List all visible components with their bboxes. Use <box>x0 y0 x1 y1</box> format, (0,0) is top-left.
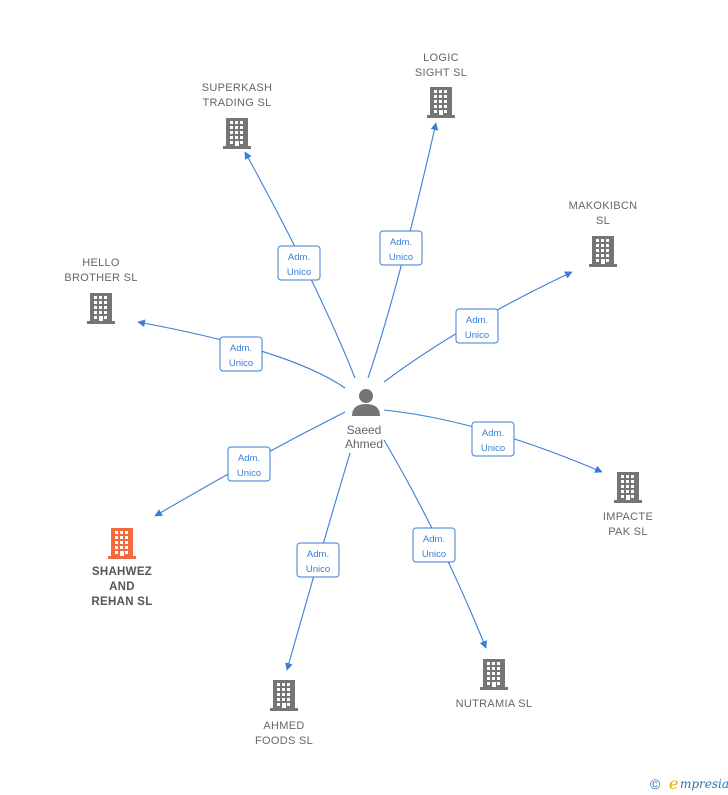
role-badge-nutramia[interactable]: Adm. Unico <box>412 527 456 563</box>
building-icon <box>223 118 251 149</box>
roles-layer: Adm.UnicoAdm.UnicoAdm.UnicoAdm.UnicoAdm.… <box>219 230 515 578</box>
company-name-line: SIGHT SL <box>415 67 467 79</box>
role-text-line: Adm. <box>307 549 329 560</box>
building-icon <box>480 659 508 690</box>
company-name-line: NUTRAMIA SL <box>456 698 533 710</box>
person-name-line-1: Saeed <box>347 423 382 437</box>
company-name-line: IMPACTE <box>603 511 653 523</box>
company-node-logic-sight[interactable]: LOGIC SIGHT SL <box>415 52 467 118</box>
company-name-line: FOODS SL <box>255 735 313 747</box>
role-text-line: Adm. <box>230 343 252 354</box>
role-badge-hello-brother[interactable]: Adm. Unico <box>219 336 263 372</box>
role-text-line: Unico <box>481 443 505 454</box>
building-icon <box>87 293 115 324</box>
role-badge-box <box>219 336 263 372</box>
building-icon <box>589 236 617 267</box>
role-badge-box <box>277 245 321 281</box>
company-name-line: AHMED <box>263 720 304 732</box>
role-text-line: Adm. <box>482 428 504 439</box>
edge-logic-sight <box>367 122 439 379</box>
building-icon <box>270 680 298 711</box>
person-icon <box>352 389 380 416</box>
company-name-line: BROTHER SL <box>64 272 137 284</box>
company-node-shahwez-and-rehan[interactable]: SHAHWEZ AND REHAN SL <box>91 528 152 608</box>
role-text-line: Unico <box>229 358 253 369</box>
company-name-line: TRADING SL <box>202 97 271 109</box>
role-text-line: Adm. <box>238 453 260 464</box>
role-badge-ahmed-foods[interactable]: Adm. Unico <box>296 542 340 578</box>
person-node-saeed-ahmed[interactable]: Saeed Ahmed <box>345 389 383 451</box>
company-name-line: HELLO <box>82 257 120 269</box>
company-node-impacte-pak[interactable]: IMPACTE PAK SL <box>603 472 653 538</box>
building-icon <box>427 87 455 118</box>
role-text-line: Adm. <box>288 252 310 263</box>
watermark: © e mpresia <box>650 774 728 793</box>
role-text-line: Unico <box>287 267 311 278</box>
role-text-line: Unico <box>422 549 446 560</box>
company-node-superkash-trading[interactable]: SUPERKASH TRADING SL <box>202 82 273 149</box>
role-badge-impacte-pak[interactable]: Adm. Unico <box>471 421 515 457</box>
role-badge-shahwez-and-rehan[interactable]: Adm. Unico <box>227 446 271 482</box>
role-badge-box <box>471 421 515 457</box>
company-node-ahmed-foods[interactable]: AHMED FOODS SL <box>255 680 313 747</box>
company-name-line: SUPERKASH <box>202 82 273 94</box>
company-name-line: SHAHWEZ <box>92 566 152 578</box>
company-node-nutramia[interactable]: NUTRAMIA SL <box>456 659 533 710</box>
company-node-hello-brother[interactable]: HELLO BROTHER SL <box>64 257 137 324</box>
role-text-line: Unico <box>237 468 261 479</box>
brand-logo-initial: e <box>669 774 678 793</box>
role-text-line: Adm. <box>423 534 445 545</box>
role-badge-box <box>412 527 456 563</box>
role-text-line: Adm. <box>466 315 488 326</box>
role-text-line: Adm. <box>390 237 412 248</box>
building-icon <box>614 472 642 503</box>
edge-hello-brother <box>137 319 346 389</box>
person-name-line-2: Ahmed <box>345 437 383 451</box>
role-badge-box <box>227 446 271 482</box>
role-text-line: Unico <box>465 330 489 341</box>
role-badge-box <box>296 542 340 578</box>
role-badge-superkash-trading[interactable]: Adm. Unico <box>277 245 321 281</box>
role-badge-makokibcn[interactable]: Adm. Unico <box>455 308 499 344</box>
role-text-line: Unico <box>306 564 330 575</box>
role-badge-logic-sight[interactable]: Adm. Unico <box>379 230 423 266</box>
nodes-layer: LOGIC SIGHT SL SUPERKASH TRADING SL MAKOKIBC… <box>64 52 653 747</box>
copyright-icon: © <box>650 776 661 792</box>
brand-logo-text: mpresia <box>680 777 728 791</box>
role-badge-box <box>455 308 499 344</box>
company-name-line: REHAN SL <box>91 596 152 608</box>
building-icon <box>108 528 136 559</box>
company-name-line: PAK SL <box>608 526 648 538</box>
company-node-makokibcn[interactable]: MAKOKIBCN SL <box>569 200 638 267</box>
role-text-line: Unico <box>389 252 413 263</box>
company-name-line: AND <box>109 581 135 593</box>
role-badge-box <box>379 230 423 266</box>
company-name-line: LOGIC <box>423 52 459 64</box>
company-name-line: SL <box>596 215 610 227</box>
company-name-line: MAKOKIBCN <box>569 200 638 212</box>
